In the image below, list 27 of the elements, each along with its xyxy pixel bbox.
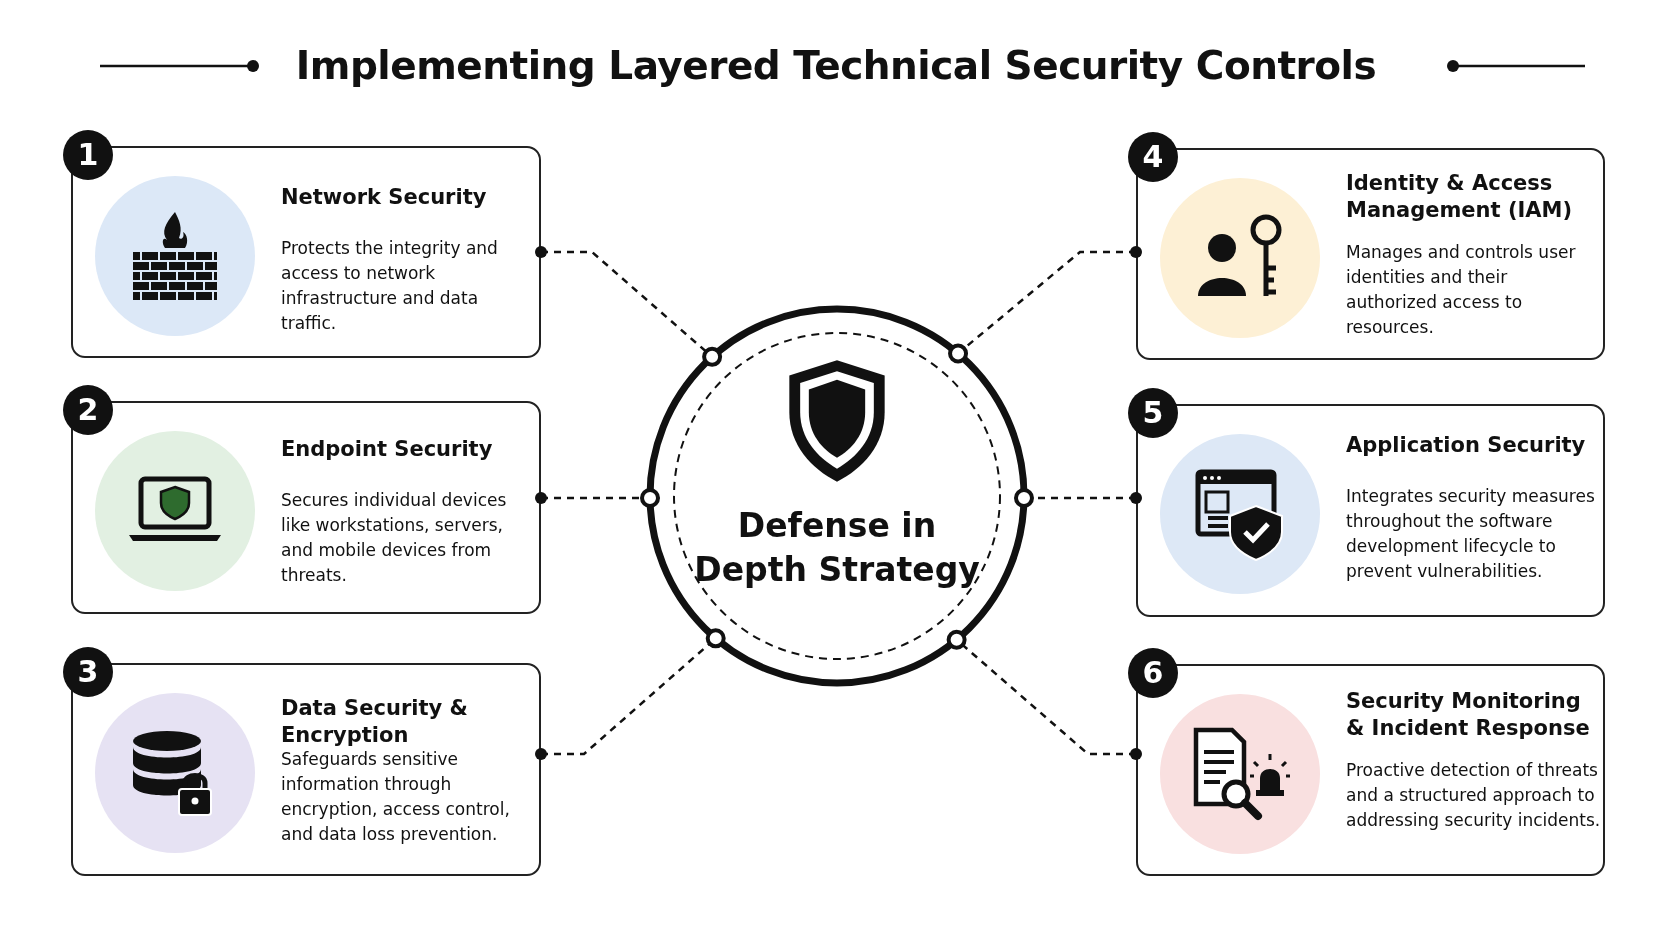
connector-line	[948, 246, 1142, 364]
card-description: Proactive detection of threats and a structured approach to addressing security incidents.	[1346, 759, 1601, 832]
connector-line	[1014, 488, 1142, 509]
number-badge: 5	[1128, 388, 1178, 438]
card-description: Secures individual devices like workstations, servers, and mobile devices from threats.	[281, 489, 508, 587]
connector-line	[535, 628, 726, 760]
number-badge: 1	[63, 130, 113, 180]
card-description: Integrates security measures throughout the software development lifecycle to prevent vulnerabilities.	[1346, 485, 1596, 583]
card-description: Protects the integrity and access to network infrastructure and data traffic.	[281, 237, 499, 335]
card-heading: Identity & Access Management (IAM)	[1346, 170, 1574, 224]
number-badge: 6	[1128, 648, 1178, 698]
diagram-title: Implementing Layered Technical Security Controls	[295, 43, 1377, 88]
center-label: Defense in Depth Strategy	[693, 505, 981, 591]
card-heading: Data Security & Encryption	[281, 695, 469, 749]
card-heading: Application Security	[1346, 432, 1587, 459]
card-heading: Network Security	[281, 184, 488, 211]
number-badge: 4	[1128, 132, 1178, 182]
card-description: Manages and controls user identities and their authorized access to resources.	[1346, 241, 1577, 339]
connector-line	[535, 488, 660, 508]
number-badge: 2	[63, 385, 113, 435]
card-description: Safeguards sensitive information through encryption, access control, and data loss prevention.	[281, 748, 511, 846]
connector-line	[535, 246, 723, 367]
number-badge: 3	[63, 647, 113, 697]
connector-line	[946, 629, 1142, 760]
card-heading: Security Monitoring & Incident Response	[1346, 688, 1591, 742]
center-circle	[645, 304, 1029, 688]
card-heading: Endpoint Security	[281, 436, 494, 463]
